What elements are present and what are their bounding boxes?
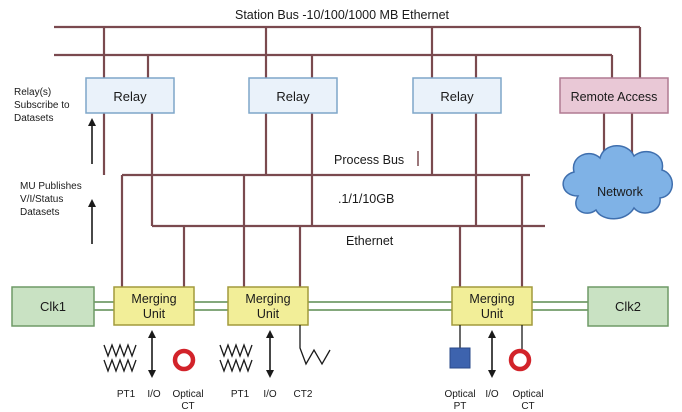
process-bus-ethernet: Ethernet: [346, 234, 394, 248]
mu-publishes-line-1: MU Publishes: [20, 181, 82, 192]
optical-ct-c-line-2: CT: [521, 401, 534, 412]
relay-subscribe-line-2: Subscribe to: [14, 100, 70, 111]
mu-2-line-2: Unit: [257, 307, 280, 321]
process-bus-speed: .1/1/10GB: [338, 192, 394, 206]
station-bus-title: Station Bus -10/100/1000 MB Ethernet: [235, 8, 450, 22]
remote-access-box: Remote Access: [559, 77, 669, 114]
pt1-b-label: PT1: [231, 389, 250, 400]
io-a-arrow-icon: [148, 330, 156, 378]
station-bus: [54, 25, 642, 78]
relay-1-label: Relay: [113, 89, 147, 104]
optical-ct-a-icon: [172, 348, 196, 372]
optical-ct-a-line-2: CT: [181, 401, 194, 412]
io-b-label: I/O: [263, 389, 277, 400]
optical-pt-line-2: PT: [454, 401, 467, 412]
io-c-label: I/O: [485, 389, 499, 400]
io-b-arrow-icon: [266, 330, 274, 378]
relay-box-3: Relay: [412, 77, 502, 114]
merging-unit-3: Merging Unit: [451, 286, 533, 326]
relay-subscribe-note: Relay(s) Subscribe to Datasets: [14, 87, 96, 164]
relay-box-1: Relay: [85, 77, 175, 114]
relay-box-2: Relay: [248, 77, 338, 114]
mu-publishes-note: MU Publishes V/I/Status Datasets: [20, 181, 96, 244]
clock-box-2: Clk2: [587, 286, 669, 327]
relay-subscribe-line-1: Relay(s): [14, 87, 51, 98]
network-label: Network: [597, 185, 644, 199]
process-bus-label: Process Bus: [334, 153, 404, 167]
pt1-a-coil-icon: [103, 343, 137, 373]
optical-ct-c-line-1: Optical: [512, 389, 543, 400]
ct2-coil-icon: [299, 325, 331, 366]
mu-3-line-1: Merging: [469, 292, 514, 306]
mu-2-line-1: Merging: [245, 292, 290, 306]
io-c-arrow-icon: [488, 330, 496, 378]
relay-3-label: Relay: [440, 89, 474, 104]
optical-ct-a-line-1: Optical: [172, 389, 203, 400]
mu-publishes-line-2: V/I/Status: [20, 194, 63, 205]
clock-box-1: Clk1: [11, 286, 95, 327]
io-a-label: I/O: [147, 389, 161, 400]
clock-2-label: Clk2: [615, 299, 641, 314]
ct2-label: CT2: [294, 389, 313, 400]
mu-1-line-2: Unit: [143, 307, 166, 321]
merging-unit-2: Merging Unit: [227, 286, 309, 326]
optical-pt-line-1: Optical: [444, 389, 475, 400]
pt1-b-coil-icon: [219, 343, 253, 373]
remote-access-label: Remote Access: [571, 90, 658, 104]
process-bus: [102, 113, 545, 287]
mu-1-line-1: Merging: [131, 292, 176, 306]
optical-pt-icon: [449, 347, 471, 369]
clock-1-label: Clk1: [40, 299, 66, 314]
merging-unit-1: Merging Unit: [113, 286, 195, 326]
mu-3-line-2: Unit: [481, 307, 504, 321]
network-cloud-icon: Network: [562, 145, 673, 220]
optical-ct-c-icon: [508, 348, 532, 372]
mu-publishes-line-3: Datasets: [20, 207, 59, 218]
pt1-a-label: PT1: [117, 389, 136, 400]
remote-network-links: [602, 113, 634, 156]
relay-2-label: Relay: [276, 89, 310, 104]
relay-subscribe-line-3: Datasets: [14, 113, 53, 124]
